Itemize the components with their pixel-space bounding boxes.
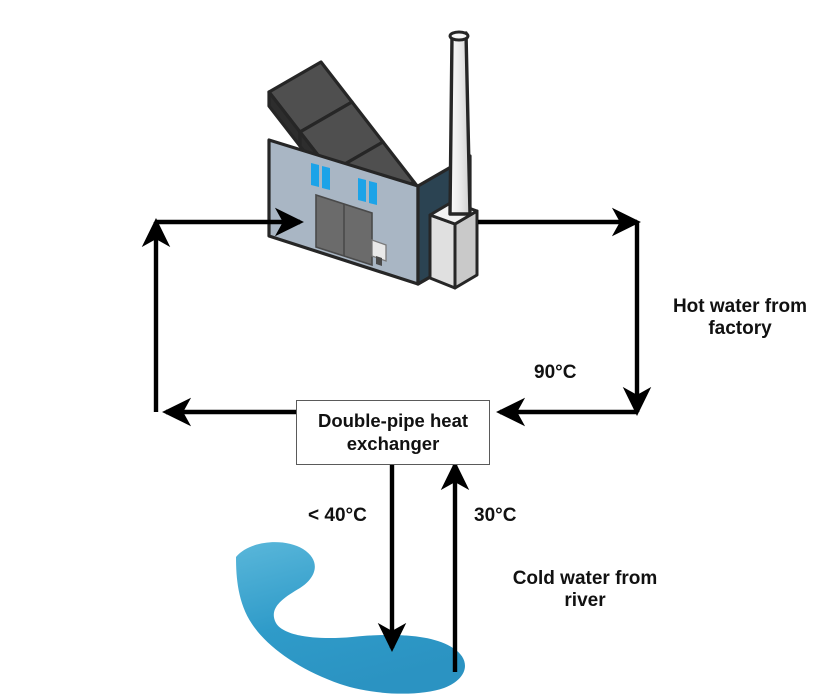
- flow-cooled-return-to-factory: [141, 207, 304, 427]
- river-body: [236, 542, 465, 694]
- factory-window-2: [358, 178, 377, 205]
- window-pane: [311, 163, 319, 187]
- factory-vent-stem: [376, 256, 382, 266]
- window-pane: [369, 181, 377, 205]
- window-pane: [322, 166, 330, 190]
- factory-building: [267, 30, 479, 290]
- factory-window-1: [311, 163, 330, 190]
- cold-water-label: Cold water from river: [512, 568, 658, 612]
- hot-water-label: Hot water from factory: [672, 296, 808, 340]
- temperature-label-river-return: < 40°C: [308, 505, 367, 526]
- flow-hot-water-from-factory: [478, 207, 652, 427]
- heat-exchanger-box[interactable]: Double-pipe heat exchanger: [296, 400, 490, 465]
- temperature-label-hot-supply: 90°C: [534, 362, 577, 383]
- window-pane: [358, 178, 366, 202]
- river: [236, 542, 465, 694]
- chimney-mouth: [448, 30, 470, 42]
- heat-exchanger-label: Double-pipe heat exchanger: [317, 410, 469, 454]
- temperature-label-river-intake: 30°C: [474, 505, 517, 526]
- factory-vent: [371, 239, 387, 262]
